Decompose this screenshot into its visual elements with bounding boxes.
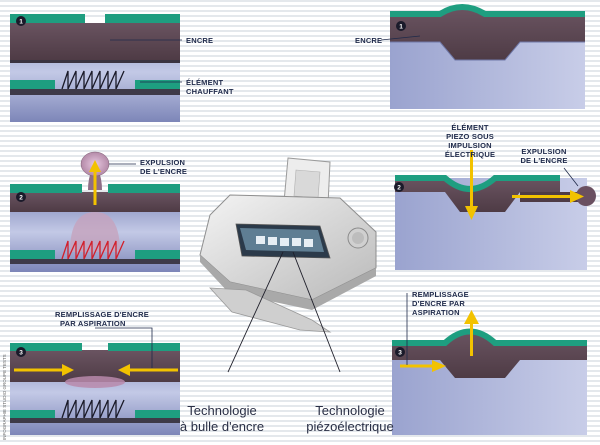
piezo-caption-line2: piézoélectrique bbox=[306, 419, 393, 434]
refill-label-right-line2: D'ENCRE PAR bbox=[412, 299, 465, 308]
step-badge: 3 bbox=[16, 347, 26, 357]
svg-text:1: 1 bbox=[19, 19, 23, 26]
ink-label: ENCRE bbox=[186, 36, 213, 45]
refill-label-line2: PAR ASPIRATION bbox=[60, 319, 126, 328]
svg-text:1: 1 bbox=[399, 24, 403, 31]
svg-text:2: 2 bbox=[397, 185, 401, 192]
refill-label-line1: REMPLISSAGE D'ENCRE bbox=[55, 310, 149, 319]
svg-text:3: 3 bbox=[398, 350, 402, 357]
piezo-step3-panel bbox=[392, 310, 587, 435]
step-badge: 3 bbox=[395, 347, 405, 357]
refill-label-right-line1: REMPLISSAGE bbox=[412, 290, 469, 299]
credit-text: INFOGRAPHIE STUDIO GROUPE TESTS bbox=[2, 354, 7, 440]
bubble-caption-line1: Technologie bbox=[187, 403, 256, 418]
refill-label-right-line3: ASPIRATION bbox=[412, 308, 460, 317]
svg-text:2: 2 bbox=[19, 195, 23, 202]
step-badge: 2 bbox=[394, 182, 404, 192]
heater-label-line2: CHAUFFANT bbox=[186, 87, 234, 96]
expulsion-label-right-line1: EXPULSION bbox=[521, 147, 566, 156]
piezo-label-line2: PIEZO SOUS bbox=[446, 132, 494, 141]
printer-illustration bbox=[199, 157, 377, 373]
expulsion-label-line1: EXPULSION bbox=[140, 158, 185, 167]
bubble-caption-line2: à bulle d'encre bbox=[180, 419, 264, 434]
piezo-caption-line1: Technologie bbox=[315, 403, 384, 418]
step-badge: 1 bbox=[396, 21, 406, 31]
piezo-label-line1: ÉLÉMENT bbox=[451, 123, 488, 132]
piezo-step1-panel bbox=[390, 4, 585, 109]
expulsion-label-right-line2: DE L'ENCRE bbox=[520, 156, 567, 165]
bubble-step1-panel bbox=[10, 14, 180, 122]
piezo-label-line3: IMPULSION bbox=[448, 141, 491, 150]
step-badge: 1 bbox=[16, 16, 26, 26]
expulsion-label-line2: DE L'ENCRE bbox=[140, 167, 187, 176]
heater-label-line1: ÉLÉMENT bbox=[186, 78, 223, 87]
ink-label-right: ENCRE bbox=[355, 36, 382, 45]
piezo-label-line4: ÉLECTRIQUE bbox=[445, 150, 495, 159]
svg-text:3: 3 bbox=[19, 350, 23, 357]
step-badge: 2 bbox=[16, 192, 26, 202]
bubble-step3-panel bbox=[10, 343, 180, 435]
piezo-step2-panel bbox=[395, 150, 596, 270]
